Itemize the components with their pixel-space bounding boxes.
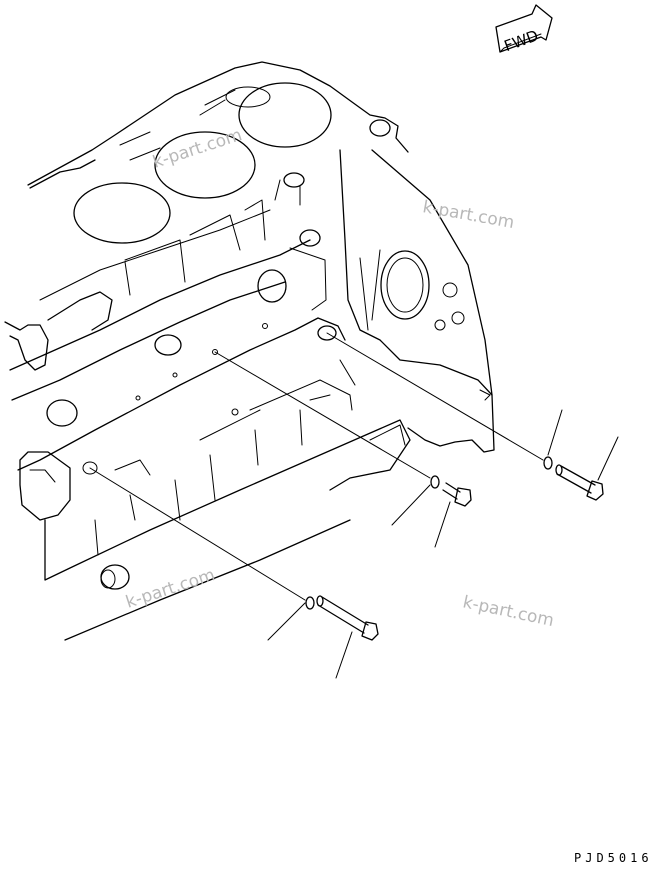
bolt-long-upper xyxy=(543,456,604,501)
callout-lines xyxy=(267,409,619,679)
leader-lines xyxy=(89,332,544,601)
watermark-4: k-part.com xyxy=(461,592,556,631)
fwd-arrow-icon: FWD xyxy=(495,4,553,55)
watermark-2: k-part.com xyxy=(421,197,516,233)
bolt-long-lower xyxy=(305,595,379,641)
fwd-label: FWD xyxy=(502,26,541,55)
watermark-3: k-part.com xyxy=(123,565,217,613)
cylinder-block xyxy=(4,61,495,641)
drawing-code: PJD5016 xyxy=(574,851,653,865)
bolt-short-middle xyxy=(430,475,472,507)
